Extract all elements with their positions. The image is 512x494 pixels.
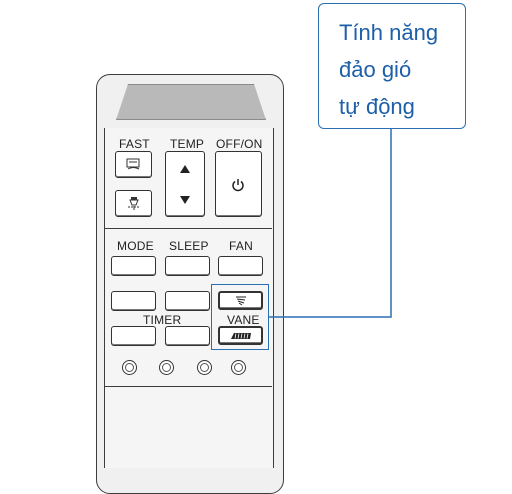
offon-label: OFF/ON [216,137,263,151]
vane-label: VANE [227,313,260,327]
arrow-down-icon [180,196,190,204]
round-button-1[interactable] [122,360,137,375]
vane-button[interactable] [218,326,263,345]
timer-on-button[interactable] [111,326,156,346]
light-bulb-icon [128,197,140,210]
fan-button[interactable] [218,256,263,276]
round-button-2[interactable] [159,360,174,375]
light-button[interactable] [115,190,152,217]
fan-label: FAN [229,239,253,253]
vane-louver-icon [231,333,251,339]
fast-button[interactable] [115,151,152,178]
blank-button-middle[interactable] [165,291,210,311]
mode-label: MODE [117,239,154,253]
divider-middle [104,228,272,229]
sleep-label: SLEEP [169,239,209,253]
timer-off-button[interactable] [165,326,210,346]
temp-button[interactable] [165,151,205,217]
sleep-button[interactable] [165,256,210,276]
temp-label: TEMP [170,137,205,151]
blank-button-left[interactable] [111,291,156,311]
power-icon [232,179,244,192]
callout-leader-line [269,129,392,318]
timer-label: TIMER [143,313,182,327]
display-window [116,84,266,120]
swing-highlight-box [211,284,269,350]
round-button-3[interactable] [197,360,212,375]
divider-lower [104,386,272,387]
round-button-4[interactable] [231,360,246,375]
callout-text: Tính năng đảo gió tự động [339,20,439,119]
fast-cool-icon [126,158,140,170]
swing-vane-icon [236,296,246,306]
power-button[interactable] [215,151,262,217]
mode-button[interactable] [111,256,156,276]
fast-label: FAST [119,137,150,151]
callout-box [318,3,466,129]
arrow-up-icon [180,165,190,173]
swing-button[interactable] [218,291,263,310]
